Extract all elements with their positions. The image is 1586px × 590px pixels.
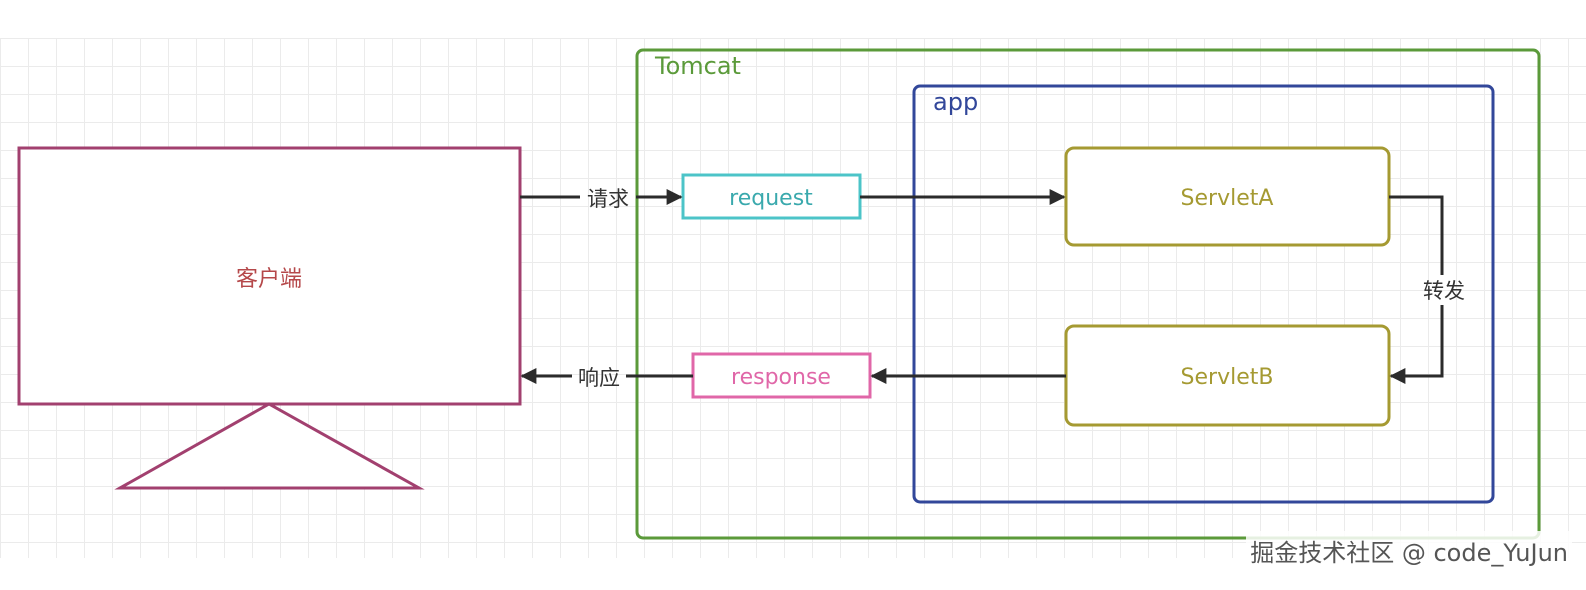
tomcat-label: Tomcat	[654, 52, 741, 80]
app-container	[912, 84, 1495, 504]
request-edge-label: 请求	[587, 187, 629, 211]
client-box	[17, 146, 522, 406]
forward-edge-label: 转发	[1423, 279, 1465, 303]
response-label: response	[731, 365, 831, 390]
servlet-b-label: ServletB	[1181, 365, 1274, 390]
client-stand	[114, 402, 425, 490]
client-label: 客户端	[236, 267, 302, 292]
forward-edge-line-2	[1389, 305, 1444, 384]
request-box	[681, 173, 862, 220]
forward-edge-line-1	[1389, 195, 1444, 275]
request-label: request	[729, 186, 813, 211]
response-edge-label: 响应	[578, 366, 620, 390]
response-box	[691, 352, 872, 399]
watermark: 掘金技术社区 @ code_YuJun	[1246, 531, 1572, 570]
tomcat-container	[635, 48, 1541, 540]
servlet-a-label: ServletA	[1181, 186, 1274, 211]
app-label: app	[933, 88, 978, 116]
